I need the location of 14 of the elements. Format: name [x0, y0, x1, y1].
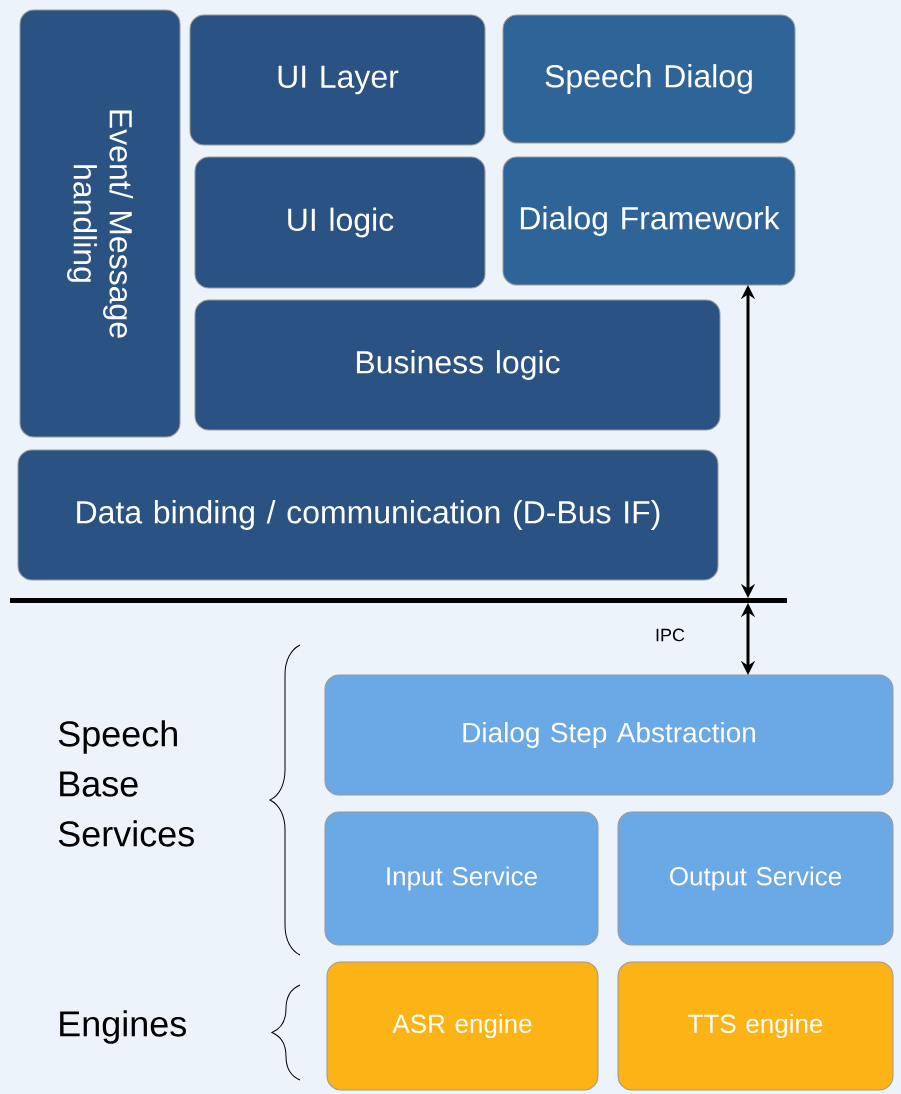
layer-box: UI Layer [189, 14, 486, 146]
layer-box: Input Service [324, 811, 599, 946]
layer-box: TTS engine [617, 961, 894, 1091]
layer-box: Event/ Message handling [19, 9, 181, 438]
layer-box: Business logic [194, 299, 721, 431]
layer-box: Output Service [617, 811, 894, 946]
layer-box: Dialog Framework [502, 156, 796, 286]
layer-box: Speech Dialog [502, 14, 796, 144]
layer-box: UI logic [194, 156, 486, 289]
layer-box: ASR engine [326, 961, 599, 1091]
group-label: Engines [60, 1010, 186, 1044]
layer-box: Dialog Step Abstraction [324, 674, 894, 796]
layer-box: Data binding / communication (D-Bus IF) [17, 449, 719, 581]
group-label: Speech Base Services [58, 720, 194, 847]
